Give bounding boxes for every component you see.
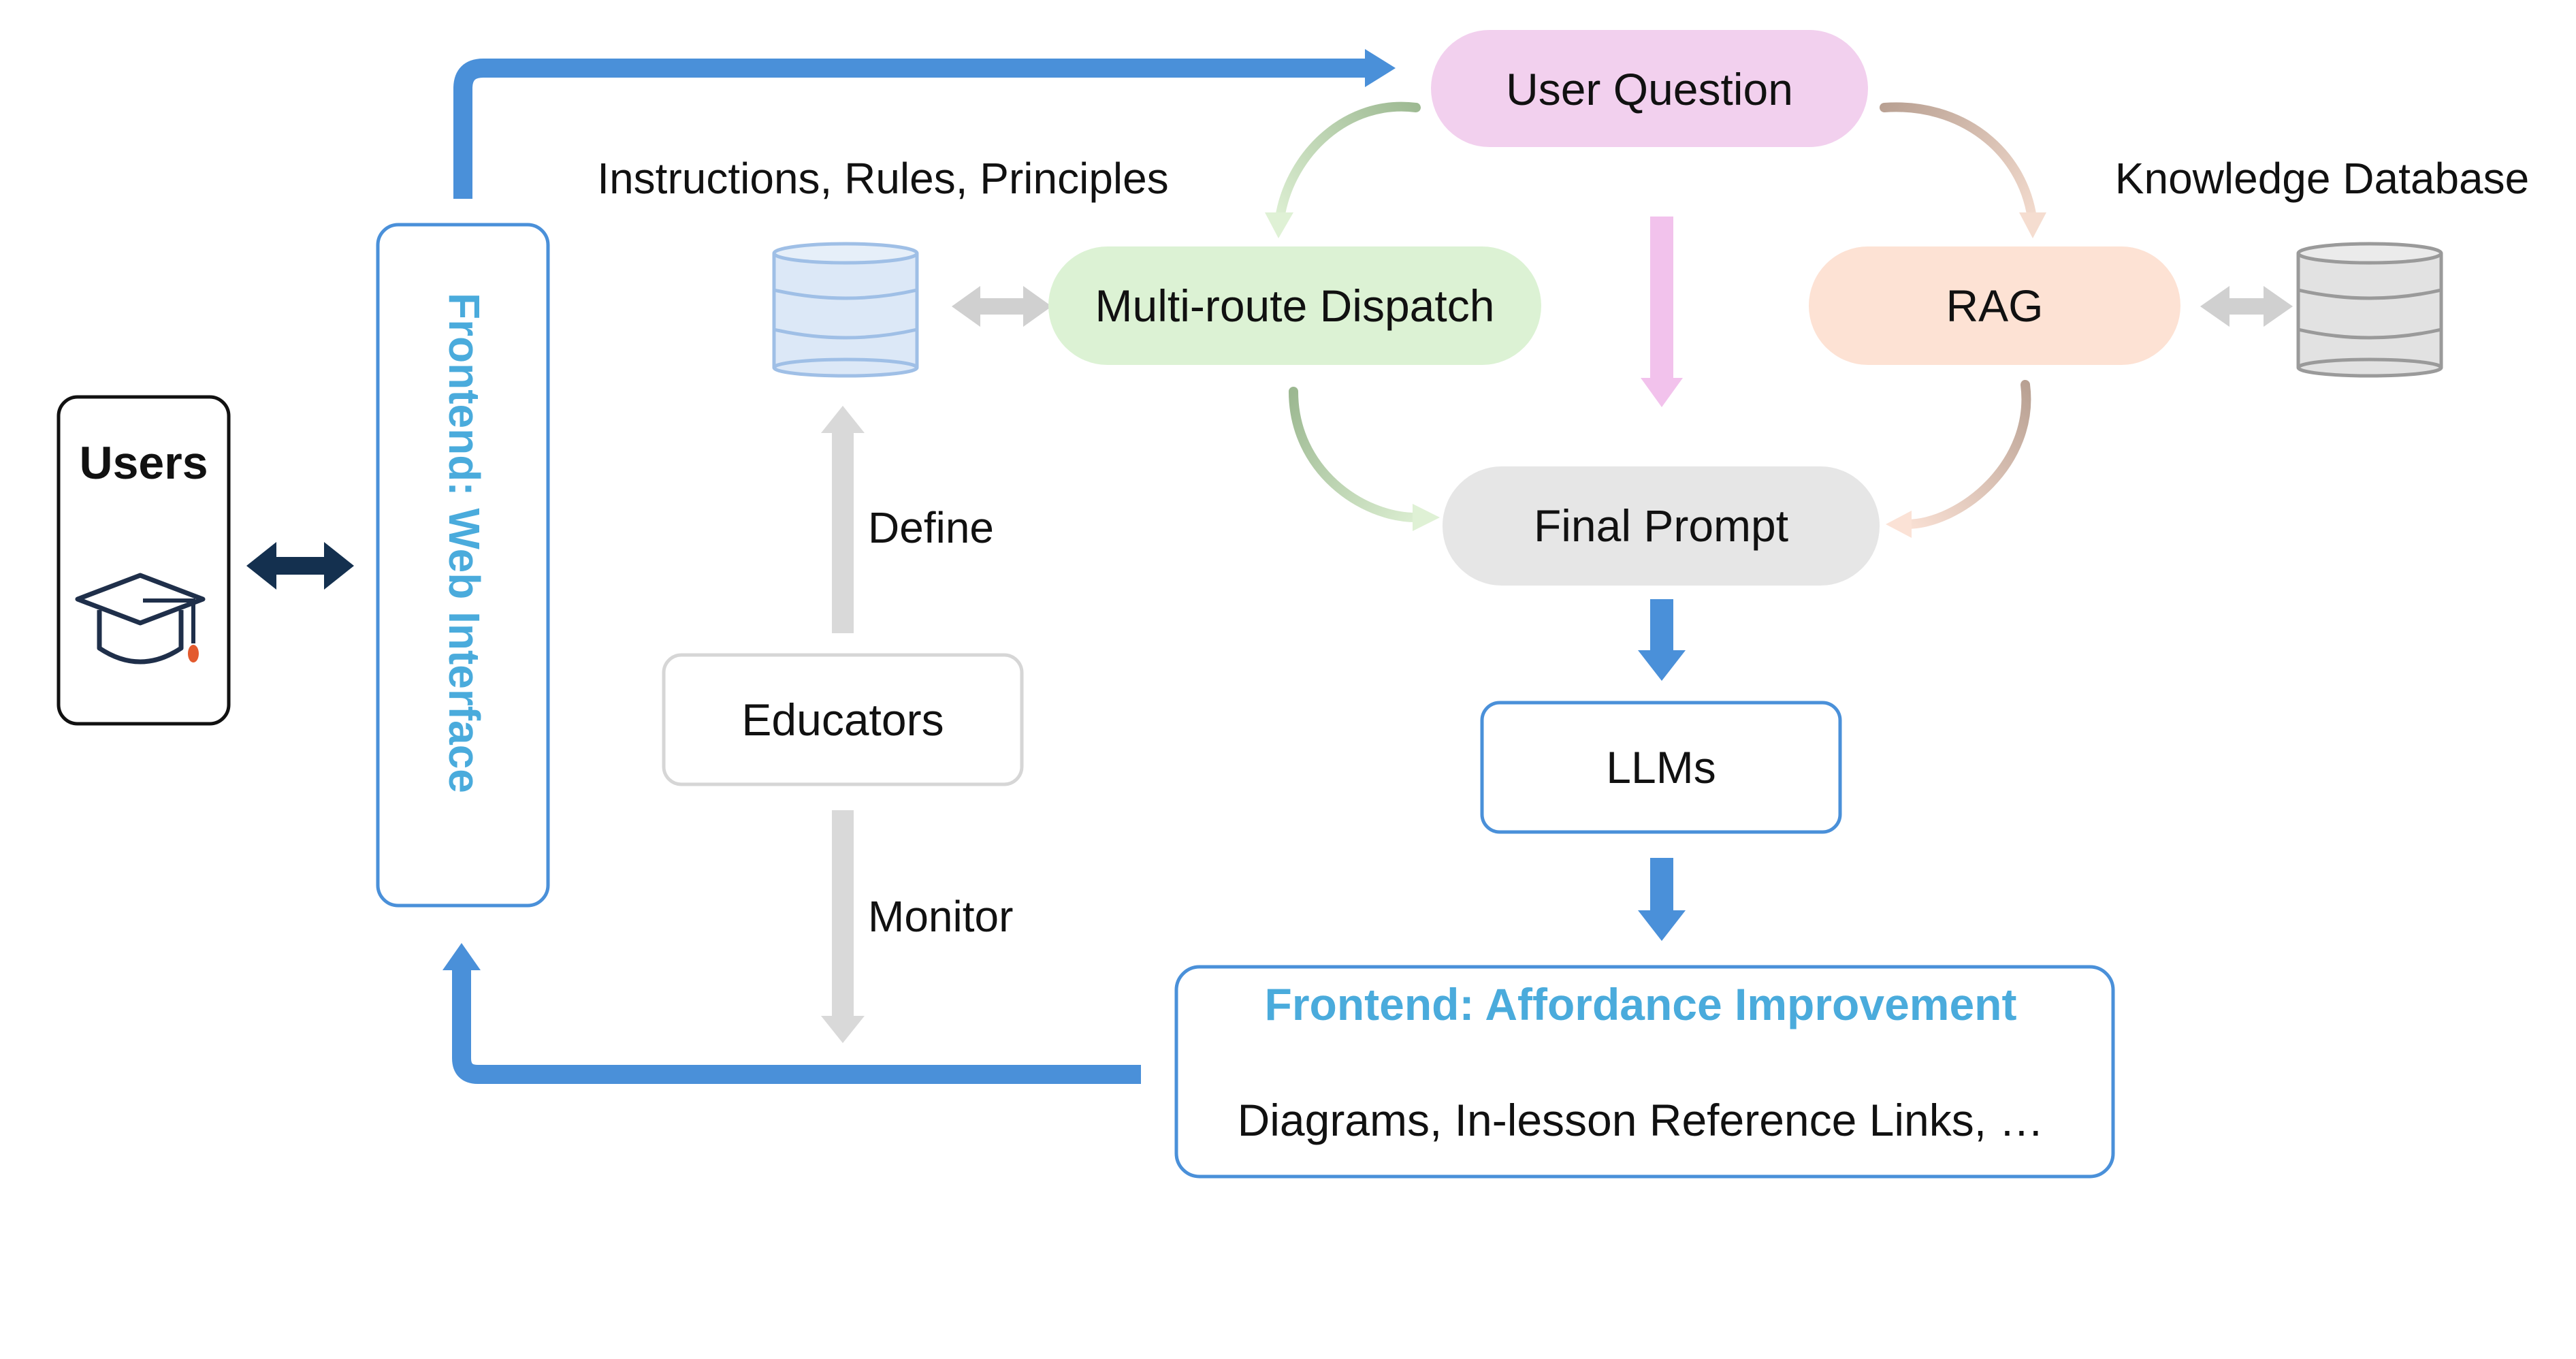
final-prompt-pill: [1443, 466, 1880, 586]
users-interface-arrow: [246, 542, 354, 590]
monitor-arrow: [821, 810, 865, 1043]
multi-route-dispatch-label: Multi-route Dispatch: [1095, 281, 1495, 331]
educators-label: Educators: [741, 694, 944, 745]
question-to-dispatch-arrow: [1265, 101, 1421, 238]
knowledge-database-icon: [2296, 242, 2443, 378]
define-arrow: [821, 406, 865, 633]
question-to-rag-arrow: [1880, 102, 2046, 238]
rag-knowledge-arrow: [2200, 286, 2293, 327]
dispatch-to-prompt-arrow: [1289, 387, 1440, 531]
instructions-label: Instructions, Rules, Principles: [597, 154, 1168, 203]
final-prompt-label: Final Prompt: [1534, 500, 1788, 551]
web-interface-label: Frontend: Web Interface: [440, 293, 489, 793]
monitor-label: Monitor: [868, 892, 1013, 941]
rag-label: RAG: [1946, 281, 2043, 331]
affordance-box: [1174, 965, 2115, 1179]
llms-box: [1480, 701, 1842, 834]
question-to-prompt-arrow: [1641, 217, 1683, 407]
to-web-interface-arrow: [442, 943, 1141, 1084]
web-interface-box: [376, 223, 550, 908]
educators-box: [662, 653, 1024, 786]
knowledge-database-label: Knowledge Database: [2115, 154, 2529, 203]
prompt-to-llms-arrow: [1638, 599, 1686, 681]
user-question-label: User Question: [1506, 64, 1793, 114]
to-user-question-arrow: [453, 49, 1396, 199]
llms-to-affordance-arrow: [1638, 858, 1686, 941]
instructions-database-icon: [772, 242, 919, 378]
users-label: Users: [79, 437, 208, 489]
llms-label: LLMs: [1606, 742, 1716, 793]
multi-route-dispatch-pill: [1048, 246, 1541, 365]
user-question-pill: [1431, 30, 1868, 147]
rag-to-prompt-arrow: [1886, 380, 2031, 538]
instructions-dispatch-arrow: [952, 286, 1052, 327]
rag-pill: [1809, 246, 2180, 365]
define-label: Define: [868, 503, 994, 552]
affordance-title: Frontend: Affordance Improvement: [1265, 979, 2017, 1029]
affordance-body: Diagrams, In-lesson Reference Links, …: [1238, 1095, 2044, 1145]
graduation-cap-icon: [75, 573, 206, 665]
